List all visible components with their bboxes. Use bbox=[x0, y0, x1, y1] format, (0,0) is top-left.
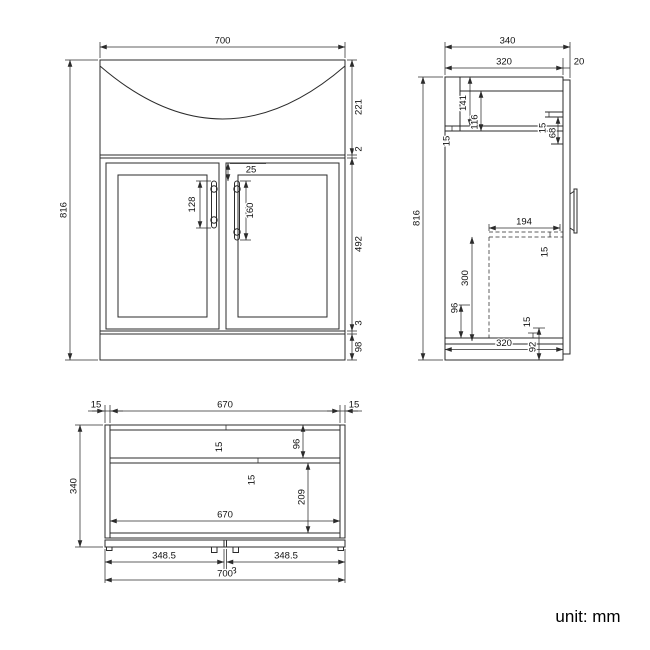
dim-side-base-depth: 320 bbox=[496, 338, 512, 349]
basin-curve bbox=[99, 65, 346, 120]
front-view: 700 816 221 2 492 3 98 25 bbox=[57, 34, 366, 361]
left-door bbox=[105, 162, 220, 330]
side-door-handle bbox=[573, 188, 578, 234]
plan-view: 15 670 15 340 15 96 15 209 670 bbox=[67, 398, 362, 583]
dim-plan-door-gap: 3 bbox=[231, 566, 236, 577]
dim-front-bottom-gap: 3 bbox=[354, 320, 365, 325]
dim-front-basin-section: 221 bbox=[354, 99, 365, 115]
dim-side-shelf-depth: 194 bbox=[516, 217, 532, 228]
front-view-outline bbox=[99, 59, 346, 361]
right-door-handle bbox=[233, 180, 241, 241]
dim-front-overall-height: 816 bbox=[59, 202, 70, 218]
dim-plan-front-depth: 209 bbox=[297, 489, 308, 505]
left-door-panel bbox=[117, 174, 208, 318]
dim-side-basin-inner-height: 116 bbox=[470, 114, 481, 129]
dim-plan-overall-width: 700 bbox=[217, 569, 233, 580]
left-door-handle bbox=[210, 180, 218, 229]
dim-plan-back-panel: 15 bbox=[214, 442, 225, 453]
right-door bbox=[225, 162, 340, 330]
plan-door-slab bbox=[104, 539, 346, 548]
dim-plan-left-door-width: 348.5 bbox=[152, 551, 176, 562]
dim-front-left-handle: 128 bbox=[187, 197, 198, 213]
dim-side-overall-height: 816 bbox=[412, 210, 423, 226]
side-view-dimensions: 340 320 20 816 141 15 116 15 68 19 bbox=[410, 34, 586, 361]
dim-side-door-thickness: 20 bbox=[574, 57, 585, 68]
dim-side-overall-depth: 340 bbox=[500, 36, 516, 47]
dim-front-counter-gap: 2 bbox=[354, 146, 365, 151]
dim-plan-overall-depth: 340 bbox=[69, 478, 80, 494]
right-door-panel bbox=[237, 174, 328, 318]
dim-front-plinth: 98 bbox=[354, 342, 365, 353]
dim-side-bottom-rail: 15 bbox=[522, 317, 533, 328]
plan-left-end-mark bbox=[106, 547, 113, 551]
dim-side-panel-thickness: 15 bbox=[442, 136, 453, 147]
dim-side-door-top-offset: 15 bbox=[538, 123, 549, 134]
dim-plan-rail-thickness: 15 bbox=[247, 475, 258, 486]
plan-right-handle bbox=[232, 547, 239, 553]
dim-front-handle-offset: 25 bbox=[246, 165, 257, 176]
side-door-slab bbox=[562, 79, 571, 355]
dim-side-base-clearance: 96 bbox=[450, 303, 461, 314]
dim-side-shelf-thickness: 15 bbox=[540, 247, 551, 258]
front-view-dimensions: 700 816 221 2 492 3 98 25 bbox=[57, 34, 366, 361]
dim-side-plinth: 92 bbox=[528, 342, 539, 353]
dim-front-overall-width: 700 bbox=[215, 36, 231, 47]
dim-plan-left-panel: 15 bbox=[91, 400, 102, 411]
dim-side-shelf-to-base: 300 bbox=[460, 270, 471, 286]
unit-label: unit: mm bbox=[555, 607, 620, 626]
dim-plan-right-door-width: 348.5 bbox=[274, 551, 298, 562]
dim-plan-back-clearance: 96 bbox=[292, 439, 303, 450]
dim-plan-inner-width-top: 670 bbox=[217, 400, 233, 411]
dim-plan-inner-width-bottom: 670 bbox=[217, 510, 233, 521]
dim-side-handle-length: 68 bbox=[548, 128, 559, 139]
dim-front-right-handle: 160 bbox=[245, 203, 256, 219]
plan-left-handle bbox=[211, 547, 218, 553]
dim-side-body-depth: 320 bbox=[496, 57, 512, 68]
plan-view-dimensions: 15 670 15 340 15 96 15 209 670 bbox=[67, 398, 362, 583]
plan-view-outline bbox=[104, 424, 346, 553]
dim-side-basin-depth: 141 bbox=[458, 95, 469, 111]
dim-front-door-section: 492 bbox=[354, 236, 365, 252]
plan-right-end-mark bbox=[337, 547, 344, 551]
side-view-outline bbox=[444, 76, 578, 361]
side-view: 340 320 20 816 141 15 116 15 68 19 bbox=[410, 34, 586, 361]
dim-plan-right-panel: 15 bbox=[349, 400, 360, 411]
